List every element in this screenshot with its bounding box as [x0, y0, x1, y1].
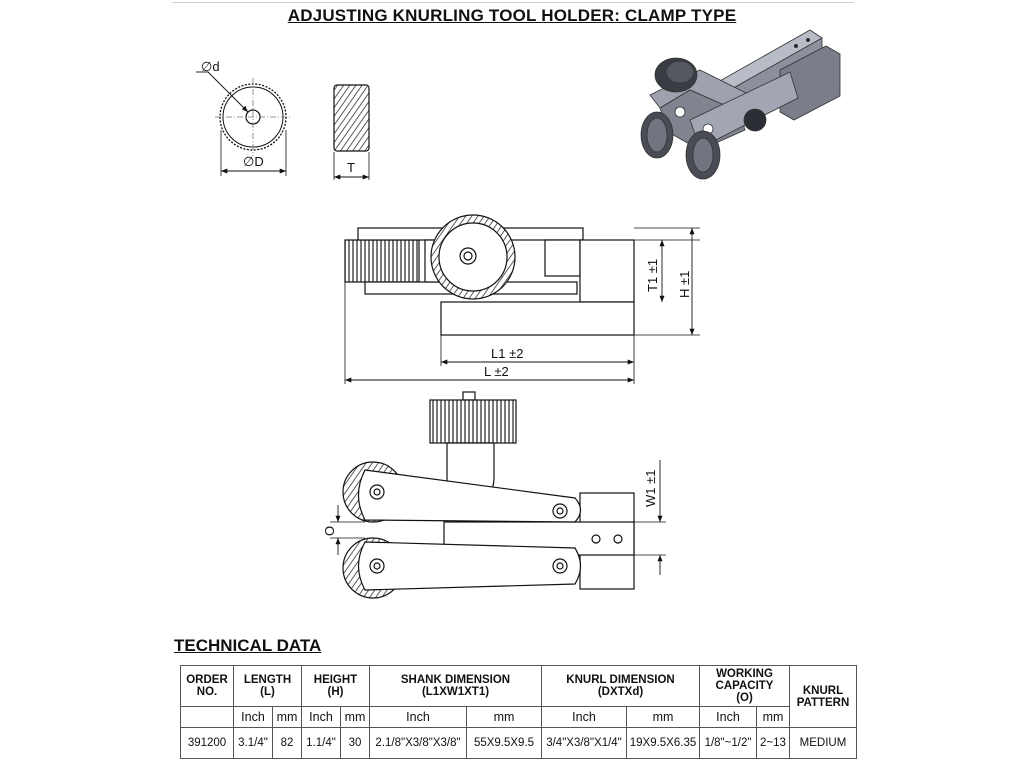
- technical-data-heading: TECHNICAL DATA: [174, 636, 322, 655]
- cell-order-no: 391200: [180, 727, 234, 759]
- w1-dimension-label: W1 ±1: [643, 470, 658, 507]
- units-cell: Inch: [541, 706, 627, 728]
- units-cell: mm: [626, 706, 700, 728]
- document-title: ADJUSTING KNURLING TOOL HOLDER: CLAMP TY…: [287, 6, 737, 25]
- t1-dimension-label: T1 ±1: [645, 259, 660, 292]
- isometric-render: [640, 29, 841, 180]
- knurl-front-view: [196, 71, 291, 176]
- bore-diameter-label: ∅d: [201, 59, 220, 74]
- top-plan-view: [330, 391, 666, 599]
- units-cell: Inch: [301, 706, 341, 728]
- cell-height-inch: 1.1/4": [301, 727, 341, 759]
- cell-knurl-mm: 19X9.5X6.35: [626, 727, 700, 759]
- knurl-side-view: [333, 84, 370, 180]
- top-rule: [172, 2, 854, 3]
- table-units-row: Inch mm Inch mm Inch mm Inch mm Inch mm: [180, 706, 857, 728]
- side-elevation-view: [344, 214, 700, 384]
- cell-capacity-inch: 1/8"~1/2": [699, 727, 757, 759]
- table-row: 391200 3.1/4" 82 1.1/4" 30 2.1/8"X3/8"X3…: [180, 727, 857, 759]
- units-cell: Inch: [369, 706, 467, 728]
- units-cell: Inch: [233, 706, 273, 728]
- units-cell: mm: [340, 706, 370, 728]
- o-dimension-label: O: [322, 526, 337, 536]
- cell-shank-inch: 2.1/8"X3/8"X3/8": [369, 727, 467, 759]
- units-cell: mm: [272, 706, 302, 728]
- cell-knurl-pattern: MEDIUM: [789, 727, 857, 759]
- outer-diameter-label: ∅D: [243, 154, 264, 169]
- l1-dimension-label: L1 ±2: [491, 346, 523, 361]
- units-cell: mm: [466, 706, 542, 728]
- cell-capacity-mm: 2~13: [756, 727, 790, 759]
- header-height: HEIGHT(H): [301, 665, 370, 707]
- cell-knurl-inch: 3/4"X3/8"X1/4": [541, 727, 627, 759]
- cell-height-mm: 30: [340, 727, 370, 759]
- thickness-label: T: [347, 160, 355, 175]
- cell-length-inch: 3.1/4": [233, 727, 273, 759]
- technical-drawing: ∅d ∅D T: [196, 29, 841, 599]
- cell-length-mm: 82: [272, 727, 302, 759]
- header-length: LENGTH(L): [233, 665, 302, 707]
- cell-shank-mm: 55X9.5X9.5: [466, 727, 542, 759]
- units-cell: Inch: [699, 706, 757, 728]
- units-cell: mm: [756, 706, 790, 728]
- l-dimension-label: L ±2: [484, 364, 509, 379]
- units-cell-empty: [180, 706, 234, 728]
- header-shank: SHANK DIMENSION(L1XW1XT1): [369, 665, 542, 707]
- header-knurl: KNURL DIMENSION(DXTXd): [541, 665, 700, 707]
- h-dimension-label: H ±1: [677, 271, 692, 298]
